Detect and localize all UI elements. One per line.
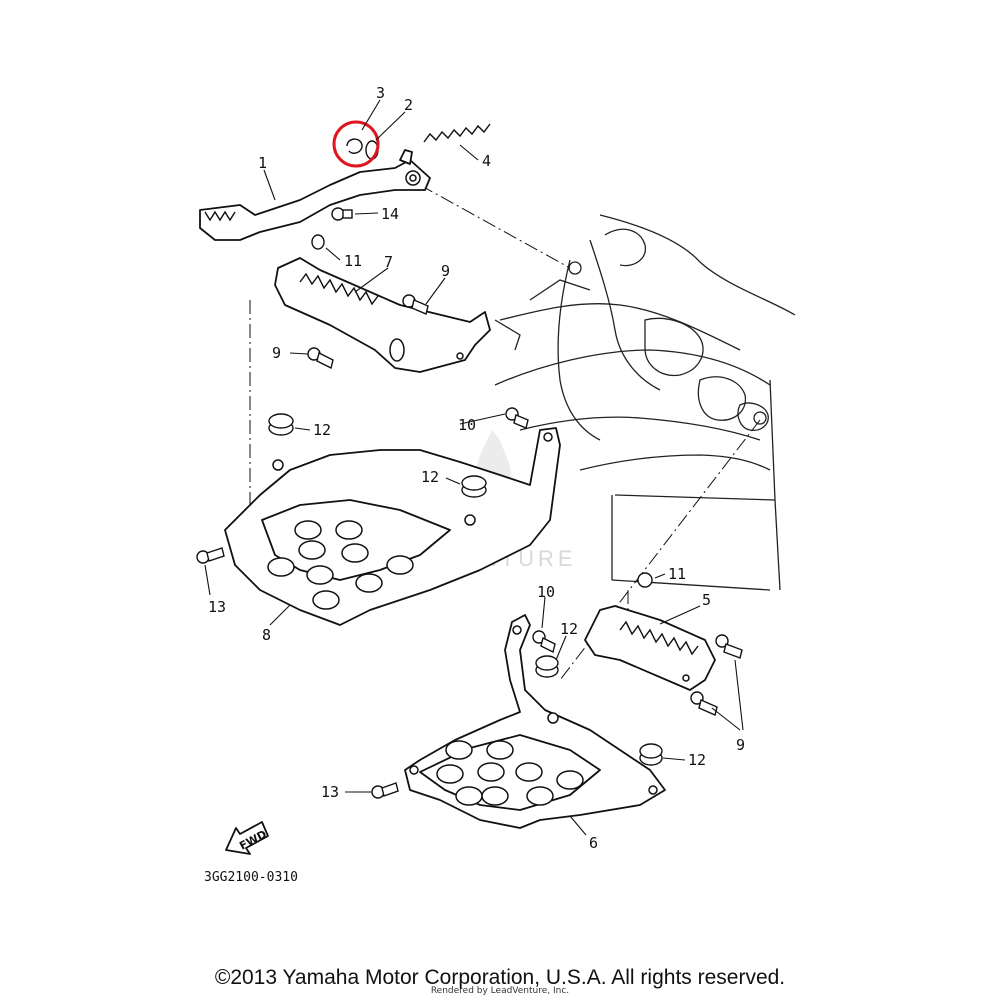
- bolt-10-upper: [505, 407, 529, 429]
- callout-leaders: [204, 99, 744, 836]
- bolt-9-middle: [307, 347, 334, 370]
- bolt-9-right-lower: [690, 691, 718, 716]
- bolt-14: [331, 207, 353, 221]
- bolt-13-right: [371, 782, 399, 799]
- callout-7: 7: [384, 253, 393, 271]
- callout-10-lower: 10: [537, 583, 555, 601]
- bolt-13-left: [196, 547, 225, 564]
- grommet-12-c: [535, 655, 559, 678]
- bolt-10-lower: [532, 630, 556, 654]
- callout-9-right: 9: [736, 736, 745, 754]
- footrest-5: [584, 605, 716, 691]
- callout-11-upper: 11: [344, 252, 362, 270]
- footrest-bracket-7: [274, 257, 491, 373]
- callout-1: 1: [258, 154, 267, 172]
- footboard-8: [224, 427, 561, 626]
- callout-12-b: 12: [421, 468, 439, 486]
- circlip-3: [346, 138, 363, 154]
- grommet-12-b: [461, 475, 487, 498]
- callout-8: 8: [262, 626, 271, 644]
- copyright-notice: ©2013 Yamaha Motor Corporation, U.S.A. A…: [214, 966, 786, 989]
- highlight-ring: [332, 120, 380, 168]
- callout-numbers: 3 2 4 1 14 11 7 9 9 12 10 12 8 13 11 5 1…: [208, 84, 745, 852]
- nut-11-right: [637, 572, 653, 588]
- callout-4: 4: [482, 152, 491, 170]
- footboard-6: [404, 614, 666, 829]
- callout-9-middle: 9: [272, 344, 281, 362]
- callout-5: 5: [702, 591, 711, 609]
- callout-9-upper: 9: [441, 262, 450, 280]
- fwd-arrow-icon: FWD: [225, 821, 269, 855]
- callout-2: 2: [404, 96, 413, 114]
- drawing-code: 3GG2100-0310: [204, 870, 298, 885]
- callout-13-right: 13: [321, 783, 339, 801]
- callout-11-right: 11: [668, 565, 686, 583]
- brake-pedal: [199, 149, 431, 241]
- frame-outline: [494, 214, 796, 591]
- callout-14: 14: [381, 205, 399, 223]
- callout-12-d: 12: [688, 751, 706, 769]
- grommet-12-d: [639, 743, 663, 766]
- bolt-9-right-upper: [715, 634, 743, 659]
- callout-3: 3: [376, 84, 385, 102]
- nut-11-upper: [311, 234, 325, 250]
- rendered-by-credit: Rendered by LeadVenture, Inc.: [430, 986, 570, 996]
- bolt-9-upper: [402, 294, 429, 315]
- callout-13-left: 13: [208, 598, 226, 616]
- grommet-12-a: [268, 413, 294, 436]
- callout-10-upper: 10: [458, 416, 476, 434]
- spring-4: [423, 123, 491, 143]
- callout-6: 6: [589, 834, 598, 852]
- callout-12-c: 12: [560, 620, 578, 638]
- callout-12-a: 12: [313, 421, 331, 439]
